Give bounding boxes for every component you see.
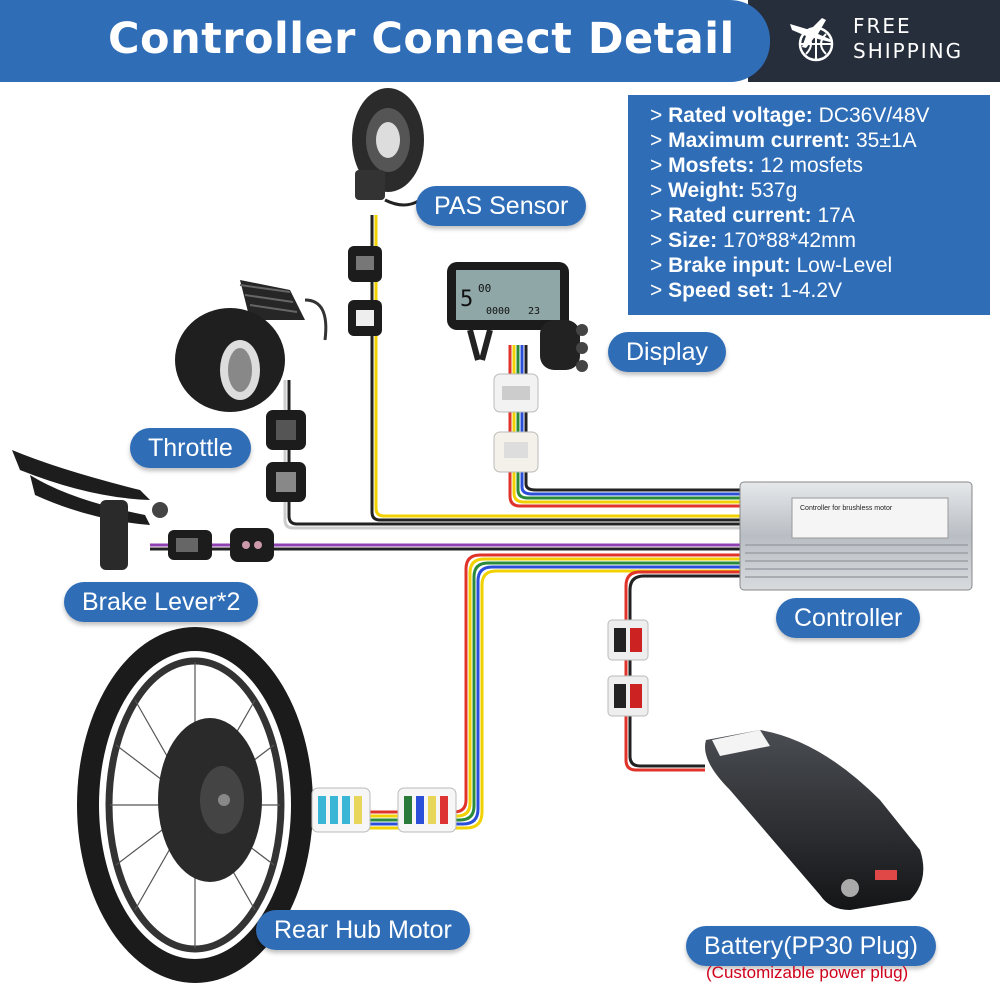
spec-label: Mosfets:	[668, 154, 755, 177]
spec-row: > Weight: 537g	[650, 179, 798, 202]
pas-sensor	[352, 88, 424, 207]
spec-row: > Rated current: 17A	[650, 204, 855, 227]
spec-label: Rated voltage:	[668, 104, 813, 127]
spec-value: 35±1A	[856, 129, 917, 152]
rear-hub-motor	[77, 627, 313, 983]
display-speed: 5	[460, 287, 473, 312]
shipping-line-1: FREE	[853, 14, 912, 38]
throttle	[175, 280, 328, 412]
pas-connector	[348, 246, 382, 336]
battery-note: (Customizable power plug)	[706, 963, 909, 982]
spec-label: Rated current:	[668, 204, 812, 227]
battery-pack	[705, 730, 924, 910]
spec-row: > Brake input: Low-Level	[650, 254, 893, 277]
spec-value: 17A	[817, 204, 855, 227]
label-throttle: Throttle	[130, 428, 251, 468]
spec-row: > Rated voltage: DC36V/48V	[650, 104, 930, 127]
throttle-connector	[266, 410, 306, 502]
battery-connector	[607, 619, 649, 717]
brake-connector	[168, 528, 274, 562]
throttle-cable	[283, 380, 740, 530]
controller-box	[739, 481, 973, 591]
motor-cable	[280, 553, 740, 830]
spec-value: 170*88*42mm	[722, 229, 857, 252]
header-banner: Controller Connect Detail	[0, 0, 770, 82]
label-brake-lever: Brake Lever*2	[64, 582, 259, 622]
plane-globe-icon	[790, 18, 834, 62]
spec-value: 12 mosfets	[760, 154, 864, 177]
spec-label: Weight:	[668, 179, 745, 202]
label-pas-sensor: PAS Sensor	[416, 186, 587, 226]
spec-row: > Maximum current: 35±1A	[650, 129, 917, 152]
free-shipping-text: FREE SHIPPING	[853, 14, 963, 64]
display-connector	[493, 373, 539, 473]
spec-label: Size:	[668, 229, 718, 252]
spec-value: 537g	[750, 179, 798, 202]
spec-value: Low-Level	[796, 254, 893, 277]
spec-value: DC36V/48V	[818, 104, 930, 127]
display-odo: 0000	[486, 306, 510, 317]
display-top-digits: 00	[478, 282, 491, 295]
spec-value: 1-4.2V	[780, 279, 843, 302]
spec-row: > Size: 170*88*42mm	[650, 229, 857, 252]
spec-label: Brake input:	[668, 254, 791, 277]
pas-cable	[370, 215, 740, 522]
label-display: Display	[608, 332, 726, 372]
spec-row: > Speed set: 1-4.2V	[650, 279, 843, 302]
motor-connector	[311, 787, 457, 833]
display-unit	[447, 262, 588, 372]
battery-cable	[624, 570, 740, 772]
label-battery: Battery(PP30 Plug)	[686, 926, 936, 966]
controller-plate-text: Controller for brushless motor	[800, 505, 893, 512]
spec-label: Maximum current:	[668, 129, 851, 152]
page-title: Controller Connect Detail	[108, 14, 735, 64]
display-temp: 23	[528, 306, 540, 317]
brake-lever	[12, 450, 168, 570]
spec-row: > Mosfets: 12 mosfets	[650, 154, 864, 177]
spec-label: Speed set:	[668, 279, 775, 302]
spec-box: > Rated voltage: DC36V/48V > Maximum cur…	[628, 95, 990, 315]
label-controller: Controller	[776, 598, 921, 638]
display-cable	[508, 345, 740, 508]
label-rear-hub-motor: Rear Hub Motor	[256, 910, 470, 950]
shipping-line-2: SHIPPING	[853, 39, 964, 63]
